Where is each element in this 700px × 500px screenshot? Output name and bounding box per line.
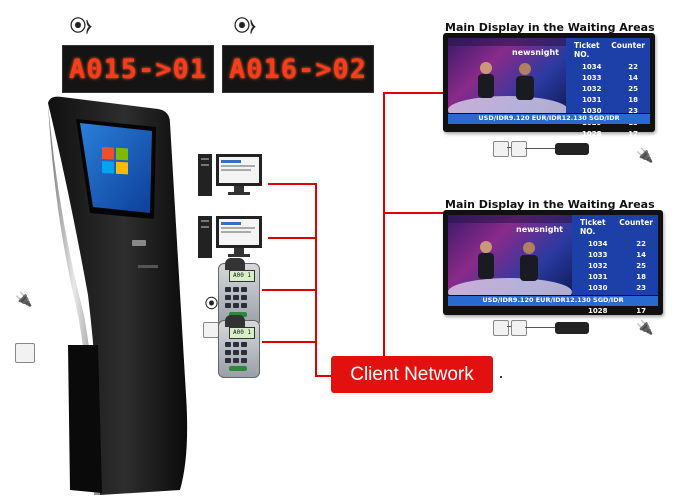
counter-number: 17 [628, 129, 638, 138]
counter-number: 25 [636, 261, 646, 270]
wall-socket-icon [493, 141, 509, 157]
media-player-box [555, 322, 589, 334]
wall-socket-icon [493, 320, 509, 336]
ticket-number: 1028 [582, 129, 602, 138]
cable [525, 148, 555, 149]
counter-number: 22 [636, 239, 646, 248]
network-line [383, 92, 385, 357]
counter-number: 23 [628, 107, 638, 116]
table-row: 1033 14 [572, 249, 658, 260]
ticket-column-header: Ticket NO. [580, 218, 606, 236]
wireless-signal-icon: ⦿⧽ [70, 16, 92, 35]
windows-logo-icon [102, 147, 128, 175]
pc-workstation-1 [198, 154, 262, 196]
ticker-bar: USD/IDR9.120 EUR/IDR12.130 SGD/IDR [448, 114, 650, 124]
caller-keypad-1: A00 1 [218, 258, 260, 327]
counter-number: 23 [636, 284, 646, 293]
cable [507, 147, 511, 148]
network-line [268, 237, 316, 239]
ticket-number: 1030 [588, 284, 608, 293]
wall-socket-icon [511, 320, 527, 336]
ticket-number: 1033 [588, 250, 608, 259]
ticket-number: 1034 [588, 239, 608, 248]
table-row: 1034 22 [572, 238, 658, 249]
counter-number: 22 [628, 62, 638, 71]
counter-number: 18 [628, 96, 638, 105]
led-display-counter-1: A015->01 [62, 45, 214, 93]
ticket-table-header: Ticket NO. Counter [572, 215, 658, 238]
network-line [262, 289, 316, 291]
tv-video-feed: newsnight [448, 215, 572, 295]
ticket-table-header: Ticket NO. Counter [566, 38, 650, 61]
tv-video-feed: newsnight [448, 38, 566, 113]
ticket-number: 1031 [582, 96, 602, 105]
ticker-bar: USD/IDR9.120 EUR/IDR12.130 SGD/IDR [448, 296, 658, 306]
keypad-lcd: A00 1 [229, 327, 255, 339]
table-row: 1034 22 [566, 61, 650, 72]
cable [507, 326, 511, 327]
wall-socket-icon [203, 322, 219, 338]
tv-title: Main Display in the Waiting Areas [445, 21, 655, 34]
ticket-number: 1030 [582, 107, 602, 116]
network-line [262, 341, 316, 343]
table-row: 1032 25 [566, 83, 650, 94]
counter-number: 17 [636, 306, 646, 315]
table-row: 1031 18 [572, 272, 658, 283]
waiting-area-display-2: newsnight Ticket NO. Counter 1034 22 1033… [443, 210, 663, 315]
ticket-column-header: Ticket NO. [574, 41, 600, 59]
table-row: 1030 23 [572, 283, 658, 294]
network-line [383, 92, 443, 94]
media-player-box [555, 143, 589, 155]
tv-title: Main Display in the Waiting Areas [445, 198, 655, 211]
power-plug-icon: 🔌 [636, 320, 654, 336]
counter-column-header: Counter [611, 41, 645, 50]
wireless-signal-icon: ⦿⧽ [234, 16, 256, 35]
caller-keypad-2: A00 1 [218, 315, 260, 378]
client-network-label: Client Network [331, 356, 493, 393]
table-row: 1028 17 [566, 128, 650, 139]
table-row: 1031 18 [566, 95, 650, 106]
ticket-number: 1031 [588, 273, 608, 282]
table-row: 1028 17 [572, 305, 658, 316]
table-row: 1030 23 [566, 106, 650, 117]
cable [525, 327, 555, 328]
counter-number: 18 [636, 273, 646, 282]
ticket-number: 1032 [582, 84, 602, 93]
counter-column-header: Counter [619, 218, 653, 227]
ticket-number: 1033 [582, 73, 602, 82]
network-line [315, 375, 333, 377]
network-line [268, 183, 316, 185]
wall-socket-icon [511, 141, 527, 157]
counter-number: 14 [628, 73, 638, 82]
ticket-number: 1034 [582, 62, 602, 71]
table-row: 1032 25 [572, 260, 658, 271]
tv-brand: newsnight [512, 48, 559, 57]
ticket-number: 1028 [588, 306, 608, 315]
keypad-lcd: A00 1 [229, 270, 255, 282]
waiting-area-display-1: newsnight Ticket NO. Counter 1034 22 1033… [443, 33, 655, 138]
power-plug-icon: 🔌 [15, 292, 33, 308]
counter-number: 14 [636, 250, 646, 259]
dot [500, 376, 502, 378]
ticket-kiosk [48, 96, 188, 495]
table-row: 1033 14 [566, 72, 650, 83]
counter-number: 25 [628, 84, 638, 93]
pc-workstation-2 [198, 216, 262, 258]
led-display-counter-2: A016->02 [222, 45, 374, 93]
network-line [315, 183, 317, 376]
tv-brand: newsnight [516, 225, 563, 234]
wall-socket-icon [15, 343, 35, 363]
ticket-number: 1032 [588, 261, 608, 270]
power-plug-icon: 🔌 [636, 148, 654, 164]
network-line [383, 212, 443, 214]
